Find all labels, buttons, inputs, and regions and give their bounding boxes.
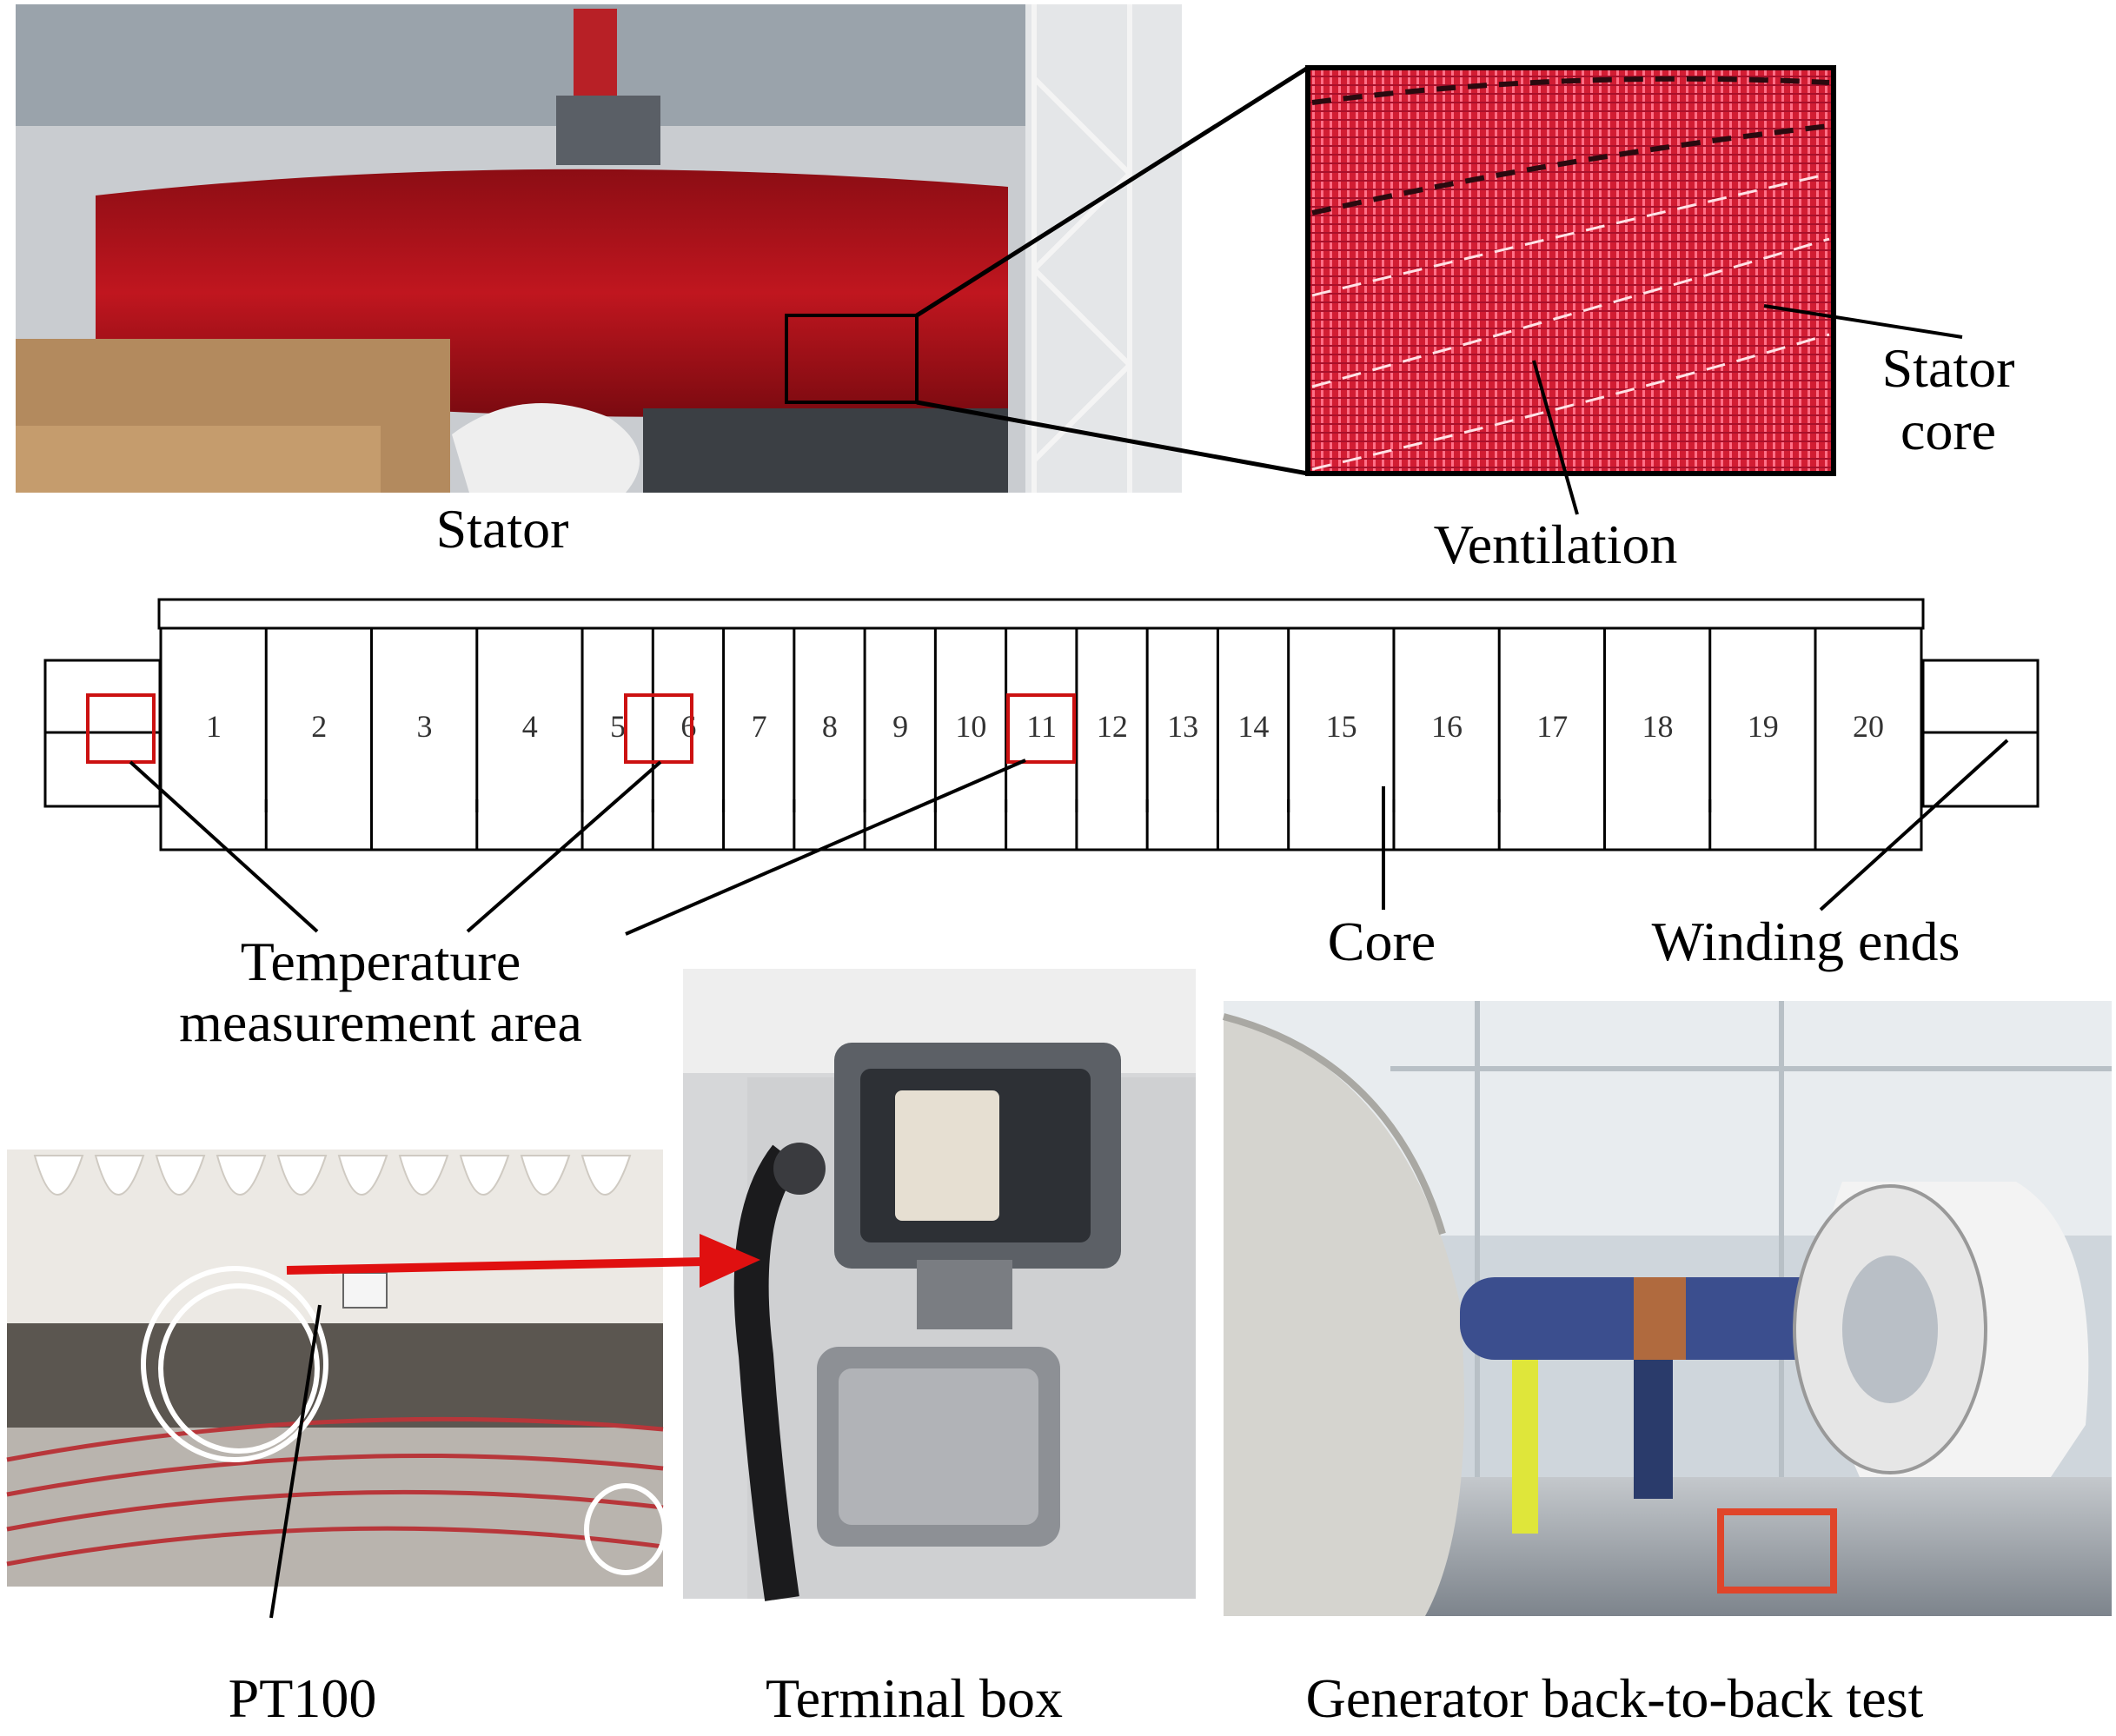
core-segment-label-12: 12	[1097, 709, 1128, 744]
core-segment-11	[1005, 626, 1079, 851]
core-segment-3	[370, 626, 480, 851]
label-stator-core: Stator core	[1881, 337, 2015, 461]
core-segment-10	[933, 626, 1008, 851]
diagram-leaders	[129, 739, 2009, 936]
label-ventilation: Ventilation	[1433, 514, 1678, 575]
core-segment-label-1: 1	[206, 709, 222, 744]
core-segment-13	[1145, 626, 1220, 851]
core-segment-18	[1602, 626, 1712, 851]
core-segment-label-5: 5	[610, 709, 626, 744]
stator-frame-top	[157, 598, 1925, 630]
zoom-region-box	[785, 314, 919, 404]
temperature-point-box-1	[86, 693, 156, 764]
core-segment-2	[264, 626, 374, 851]
core-segment-label-15: 15	[1326, 709, 1357, 744]
core-segment-14	[1216, 626, 1290, 851]
core-segment-19	[1708, 626, 1818, 851]
core-segment-16	[1392, 626, 1502, 851]
stator-core-leader	[1763, 304, 1963, 339]
core-segment-8	[793, 626, 867, 851]
core-segment-label-17: 17	[1536, 709, 1568, 744]
core-segment-label-8: 8	[822, 709, 838, 744]
terminal-box-photo	[683, 969, 1196, 1601]
label-temperature-measurement-area: Temperature measurement area	[179, 931, 582, 1054]
core-segment-20	[1814, 626, 1923, 851]
temperature-point-box-3	[1006, 693, 1076, 764]
ventilation-leader	[1532, 360, 1579, 515]
stator-core-zoom-photo	[1305, 65, 1836, 476]
core-segment-label-11: 11	[1026, 709, 1057, 744]
core-segment-label-14: 14	[1237, 709, 1269, 744]
label-pt100: PT100	[228, 1667, 377, 1729]
core-segment-12	[1075, 626, 1150, 851]
core-segment-4	[475, 626, 585, 851]
core-segment-label-19: 19	[1748, 709, 1779, 744]
core-segment-label-10: 10	[955, 709, 986, 744]
core-segment-label-3: 3	[417, 709, 433, 744]
pt100-photo	[6, 1150, 667, 1587]
label-stator: Stator	[435, 498, 569, 560]
core-segment-label-18: 18	[1642, 709, 1673, 744]
core-segment-1	[159, 626, 269, 851]
label-core: Core	[1327, 911, 1436, 972]
pt100-leader	[269, 1304, 322, 1619]
core-segment-label-16: 16	[1431, 709, 1463, 744]
label-winding-ends: Winding ends	[1651, 911, 1960, 972]
core-segment-15	[1287, 626, 1396, 851]
core-segment-label-20: 20	[1853, 709, 1884, 744]
core-segment-label-4: 4	[522, 709, 538, 744]
core-segment-5	[580, 626, 655, 851]
core-segment-label-13: 13	[1167, 709, 1198, 744]
core-segment-7	[722, 626, 797, 851]
core-segment-label-6: 6	[680, 709, 696, 744]
b2b-test-photo	[1222, 1001, 2112, 1616]
core-segment-label-9: 9	[892, 709, 908, 744]
core-segment-label-7: 7	[752, 709, 767, 744]
signal-arrow	[286, 1234, 760, 1288]
label-terminal-box: Terminal box	[765, 1667, 1064, 1729]
stator-photo	[16, 4, 1182, 493]
label-generator-back-to-back-test: Generator back-to-back test	[1305, 1667, 1924, 1729]
zoom-connector-top	[915, 65, 1310, 318]
core-segment-6	[651, 626, 726, 851]
zoom-connector-bottom	[916, 400, 1309, 476]
core-segment-label-2: 2	[311, 709, 327, 744]
